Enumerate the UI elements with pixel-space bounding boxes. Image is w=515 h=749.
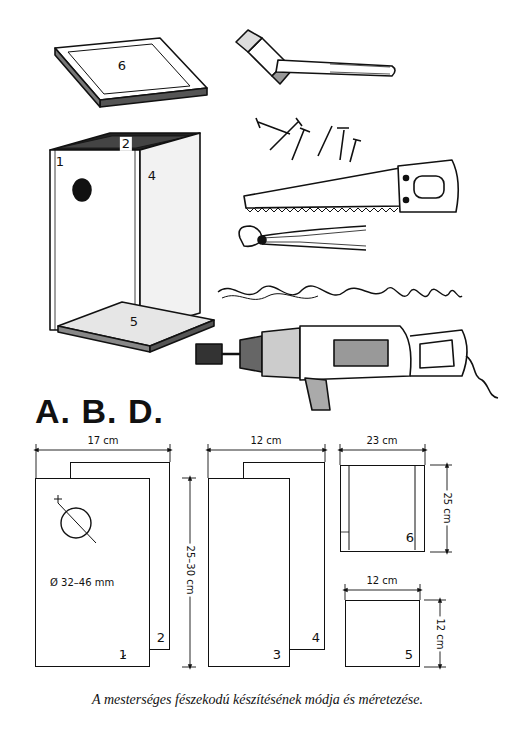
callout-number: 1 xyxy=(56,155,64,169)
dimension-label: 12 cm xyxy=(435,616,446,651)
part-number: 3 xyxy=(273,648,281,662)
part-number: 2 xyxy=(157,631,165,645)
dimension-label: 25–30 cm xyxy=(185,544,196,597)
part-number: 4 xyxy=(312,631,320,645)
part-number: 1 xyxy=(119,648,127,662)
caption: A mesterséges fészekodú készítésének mód… xyxy=(6,692,509,707)
heading: A. B. D. xyxy=(35,393,164,430)
callout-number: 6 xyxy=(118,59,126,73)
panel-outline: 5 xyxy=(345,600,420,667)
dimension-label: 12 cm xyxy=(364,575,399,586)
dimension-label: 17 cm xyxy=(85,435,120,446)
part-number: 5 xyxy=(405,648,413,662)
panel-outline: 6 xyxy=(340,465,425,552)
dimension-label: 25 cm xyxy=(442,490,453,525)
callout-number: 2 xyxy=(120,137,132,151)
panel-outline: Ø 32–46 mm 1 xyxy=(35,478,150,667)
part-number: 6 xyxy=(406,531,414,545)
panel-detail xyxy=(36,479,148,665)
dimension-label: 23 cm xyxy=(364,435,399,446)
callout-number: 4 xyxy=(148,169,156,183)
panel-outline: 3 xyxy=(208,478,290,667)
callout-number: 5 xyxy=(130,315,138,329)
dimension-label: 12 cm xyxy=(248,435,283,446)
dimension-label: Ø 32–46 mm xyxy=(48,577,116,588)
